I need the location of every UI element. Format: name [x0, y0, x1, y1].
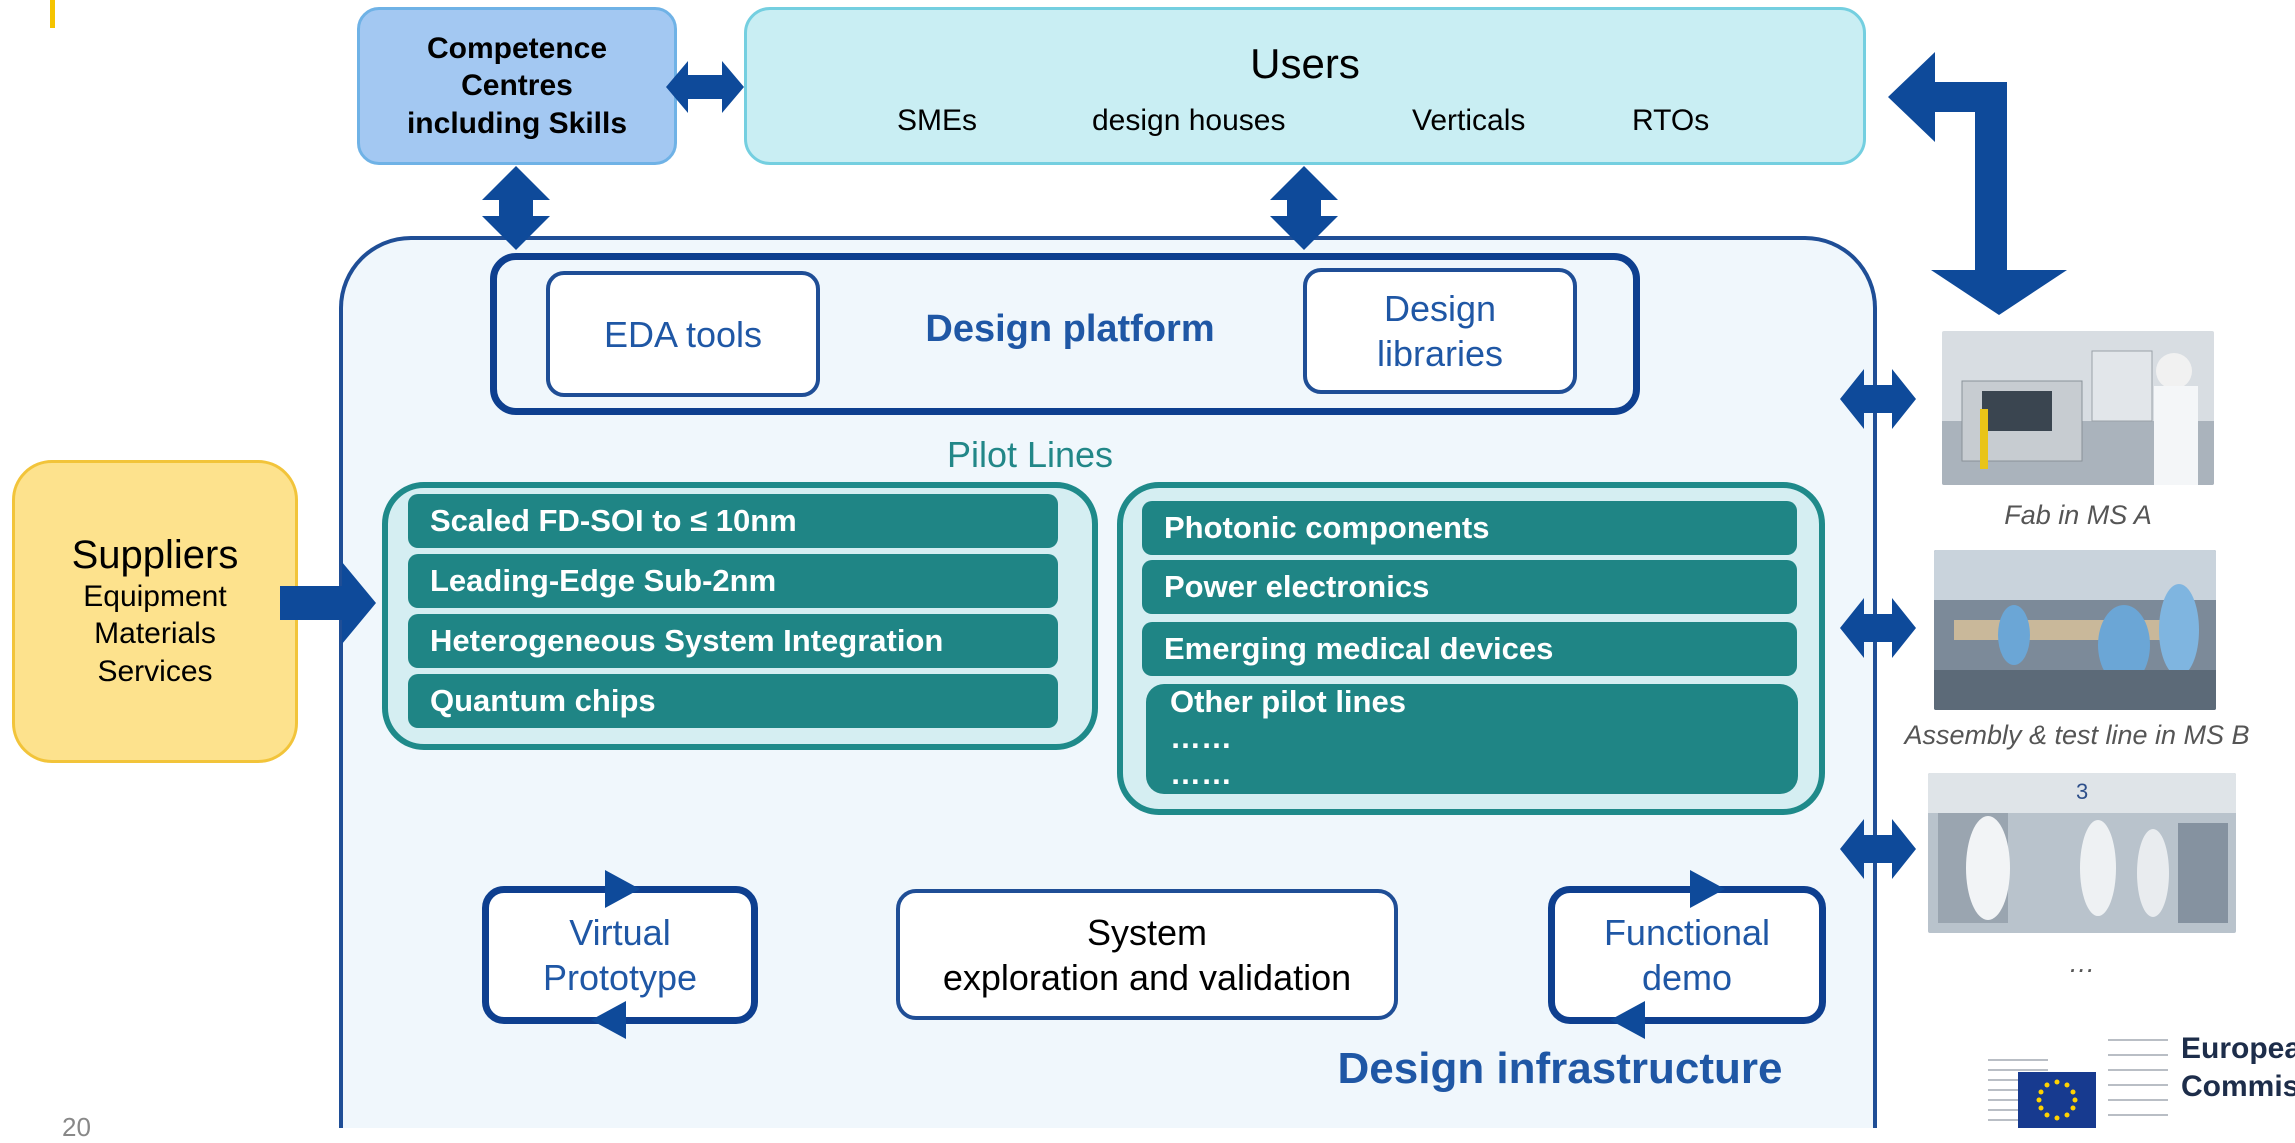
ec-logo-line-2: Commissi — [2181, 1069, 2295, 1103]
ec-logo-line-1: European — [2181, 1032, 2295, 1065]
system-line-2: exploration and validation — [942, 956, 1352, 998]
virtual-prototype-line-2: Prototype — [542, 957, 698, 998]
pilot-line-other: Other pilot lines …… …… — [1146, 684, 1798, 794]
pilot-line-other-dots-2: …… — [1170, 756, 1232, 791]
user-item-design-houses: design houses — [1092, 104, 1286, 137]
pilot-line-other-label: Other pilot lines — [1170, 684, 1406, 719]
design-libraries-line-1: Design — [1383, 288, 1497, 329]
fab-photo — [1942, 331, 2214, 485]
system-exploration-box: System exploration and validation — [896, 889, 1398, 1020]
users-title: Users — [1250, 40, 1360, 87]
feedback-loop-arrow-icon — [1610, 1001, 1645, 1039]
user-item-verticals: Verticals — [1412, 104, 1526, 137]
pilot-line-power-electronics: Power electronics — [1142, 560, 1797, 614]
design-infrastructure-title: Design infrastructure — [1337, 1044, 1783, 1093]
l-arrow-icon — [1888, 52, 2067, 315]
double-arrow-icon — [1270, 166, 1338, 250]
suppliers-title: Suppliers — [71, 532, 239, 577]
pilot-line-heterogeneous-integration: Heterogeneous System Integration — [408, 614, 1058, 668]
accent-bar — [50, 0, 55, 28]
double-arrow-icon — [1840, 369, 1916, 429]
pilot-line-quantum-chips: Quantum chips — [408, 674, 1058, 728]
competence-line-3: including Skills — [406, 106, 628, 140]
right-arrow-icon — [280, 562, 376, 644]
feedback-loop-arrow-icon — [605, 870, 640, 908]
double-arrow-icon — [666, 61, 744, 113]
assembly-photo — [1934, 550, 2216, 710]
pilot-line-other-dots-1: …… — [1170, 720, 1232, 755]
user-item-smes: SMEs — [897, 104, 978, 137]
pilot-line-photonic-components: Photonic components — [1142, 501, 1797, 555]
double-arrow-icon — [1840, 598, 1916, 658]
caption-assembly: Assembly & test line in MS B — [1904, 720, 2250, 750]
feedback-loop-arrow-icon — [591, 1001, 626, 1039]
user-item-rtos: RTOs — [1632, 104, 1710, 137]
users-box: Users SMEs design houses Verticals RTOs — [744, 7, 1866, 165]
caption-more: … — [2068, 948, 2096, 978]
system-line-1: System — [1086, 911, 1207, 953]
eda-tools-box: EDA tools — [546, 271, 820, 397]
ec-logo-text: European Commissi — [2181, 1030, 2295, 1105]
double-arrow-icon — [482, 166, 550, 250]
suppliers-line-2: Materials — [94, 617, 216, 651]
design-platform-title: Design platform — [925, 308, 1215, 350]
eu-logo — [1988, 1039, 2168, 1128]
pilot-line-emerging-medical-devices: Emerging medical devices — [1142, 622, 1797, 676]
pilot-lines-title: Pilot Lines — [946, 434, 1114, 475]
functional-demo-box: Functional demo — [1548, 886, 1826, 1024]
design-libraries-line-2: libraries — [1376, 333, 1504, 374]
suppliers-line-3: Services — [97, 654, 213, 688]
cleanroom-photo: 3 — [1928, 773, 2236, 933]
double-arrow-icon — [1840, 819, 1916, 879]
feedback-loop-arrow-icon — [1690, 870, 1725, 908]
functional-demo-line-2: demo — [1641, 957, 1733, 998]
eda-tools-label: EDA tools — [603, 313, 763, 355]
virtual-prototype-line-1: Virtual — [569, 912, 671, 953]
suppliers-box: Suppliers Equipment Materials Services — [12, 460, 298, 763]
svg-text:3: 3 — [2076, 779, 2088, 804]
competence-line-2: Centres — [461, 69, 573, 103]
competence-centres-box: Competence Centres including Skills — [357, 7, 677, 165]
suppliers-line-1: Equipment — [83, 579, 227, 613]
pilot-line-fd-soi: Scaled FD-SOI to ≤ 10nm — [408, 494, 1058, 548]
pilot-line-sub-2nm: Leading-Edge Sub-2nm — [408, 554, 1058, 608]
functional-demo-line-1: Functional — [1603, 912, 1771, 953]
competence-line-1: Competence — [426, 31, 608, 65]
design-libraries-box: Design libraries — [1303, 268, 1577, 394]
caption-fab: Fab in MS A — [2004, 500, 2152, 530]
